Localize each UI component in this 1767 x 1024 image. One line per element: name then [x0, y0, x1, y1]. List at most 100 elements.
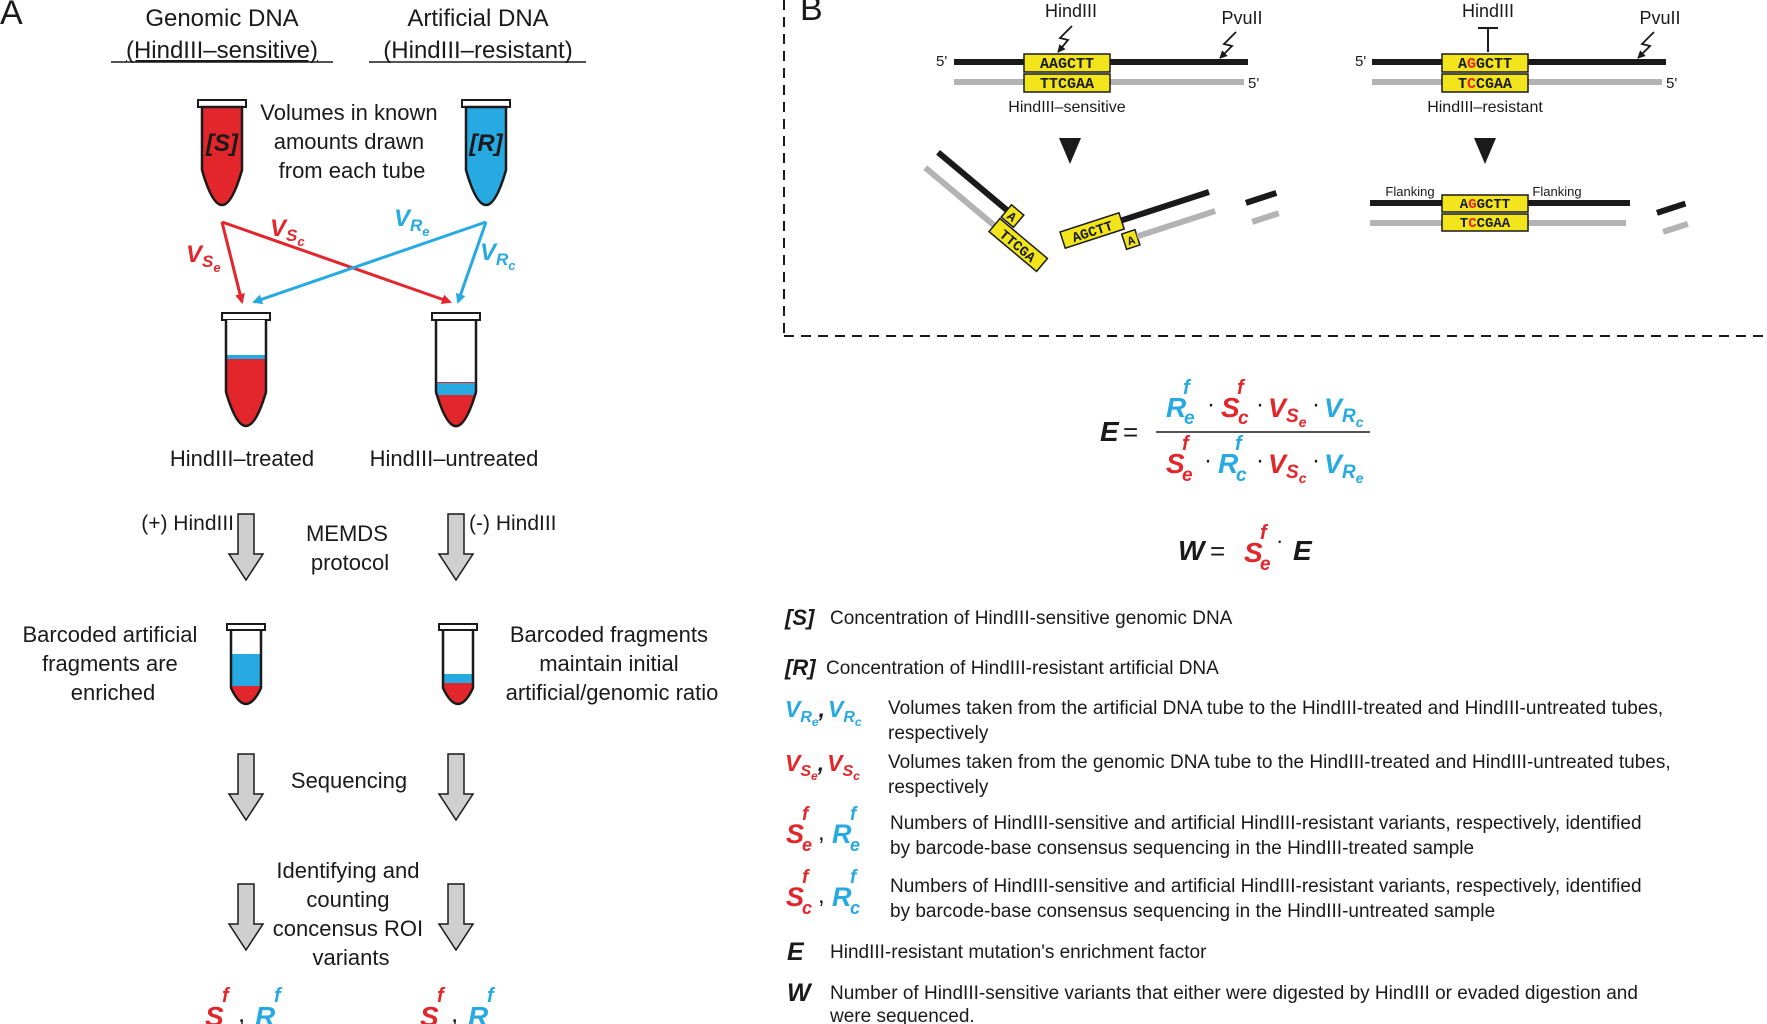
tube-maintained [438, 623, 478, 706]
svg-text:·: · [1207, 391, 1215, 418]
svg-text:f: f [1182, 433, 1191, 455]
svg-text:5': 5' [1355, 53, 1366, 70]
svg-text:S: S [786, 819, 804, 849]
legend-key-r: [R] [784, 655, 816, 680]
legend-key-f-treated: S f e , R f e [786, 804, 860, 855]
svg-text:f: f [802, 867, 810, 888]
label-vrc: VRc [480, 239, 516, 273]
svg-text:=: = [1210, 536, 1225, 566]
legend-text-f-treated: Numbers of HindIII-sensitive and artific… [890, 813, 1647, 859]
svg-text:R: R [832, 882, 852, 912]
svg-text:HindIII: HindIII [1045, 1, 1097, 21]
artificial-dna-subtitle: (HindIII–resistant) [383, 37, 572, 64]
legend-key-vr: VRe,VRc [785, 696, 862, 729]
arrow-vre [252, 220, 487, 305]
svg-text:R: R [255, 1001, 276, 1024]
label-vre: VRe [394, 205, 430, 239]
svg-text:·: · [1256, 391, 1264, 418]
svg-text:VRe: VRe [1324, 449, 1364, 486]
svg-text:f: f [802, 804, 810, 825]
svg-text:c: c [802, 898, 812, 918]
legend-key-w: W [787, 979, 813, 1007]
svg-text:e: e [850, 835, 860, 855]
legend-key-vs: VSe,VSc [785, 750, 860, 783]
svg-text:c: c [1236, 465, 1247, 486]
svg-text:R: R [832, 819, 852, 849]
enriched-text: Barcoded artificial fragments are enrich… [23, 622, 204, 705]
sequencing-label: Sequencing [291, 768, 407, 793]
legend-text-w: Number of HindIII-sensitive variants tha… [829, 983, 1643, 1024]
svg-text:f: f [437, 985, 446, 1007]
svg-text:E: E [1293, 535, 1313, 566]
legend-text-f-untreated: Numbers of HindIII-sensitive and artific… [890, 876, 1647, 922]
panel-b-label: B [800, 0, 823, 28]
treated-label: HindIII–treated [170, 446, 314, 471]
svg-text:S: S [1166, 448, 1185, 479]
untreated-label: HindIII–untreated [370, 446, 539, 471]
svg-text:HindIII–sensitive: HindIII–sensitive [1008, 99, 1125, 116]
svg-text:f: f [850, 804, 858, 825]
svg-text:f: f [1183, 377, 1192, 399]
svg-text:HindIII: HindIII [1462, 1, 1514, 21]
memds-protocol-label: MEMDS protocol [306, 521, 394, 575]
svg-text:AGGCTT: AGGCTT [1458, 56, 1512, 73]
tube-r-label: [R] [468, 130, 503, 157]
arrow-vsc [221, 220, 452, 305]
svg-text:f: f [222, 985, 231, 1007]
arrow-vse [220, 221, 245, 304]
formula-e: E = R f e · S f c · VSe · VRc S f e · R … [1100, 377, 1370, 486]
svg-text:HindIII–resistant: HindIII–resistant [1427, 99, 1543, 116]
identifying-label: Identifying and counting concensus ROI v… [273, 858, 430, 970]
svg-text:VSc: VSc [1268, 449, 1307, 486]
svg-text:,: , [818, 882, 825, 909]
svg-text:PvuII: PvuII [1639, 8, 1680, 28]
svg-text:TTCGAA: TTCGAA [1040, 76, 1094, 93]
genomic-dna-title: Genomic DNA [145, 5, 298, 32]
svg-text:AGGCTT: AGGCTT [1460, 197, 1510, 213]
panel-a: A Genomic DNA (HindIII–sensitive) Artifi… [0, 0, 718, 1024]
svg-text:,: , [238, 998, 245, 1024]
tube-s: [S] [197, 99, 247, 206]
svg-text:AAGCTT: AAGCTT [1040, 56, 1094, 73]
svg-text:R: R [468, 1001, 489, 1024]
legend-text-e: HindIII-resistant mutation's enrichment … [830, 942, 1207, 963]
svg-text:5': 5' [1666, 75, 1677, 92]
panel-a-label: A [0, 0, 23, 32]
svg-text:A: A [1126, 233, 1138, 249]
legend-key-e: E [787, 938, 805, 966]
resistant-site-diagram: HindIII PvuII 5' 5' AGGCTT TCCGAA HindII… [1355, 1, 1689, 235]
svg-text:·: · [1256, 447, 1264, 474]
svg-text:·: · [1204, 447, 1212, 474]
svg-text:PvuII: PvuII [1221, 8, 1262, 28]
panel-b: B HindIII PvuII 5' 5' AAGCTT TTCGAA Hind… [783, 0, 1767, 1024]
svg-text:,: , [451, 998, 458, 1024]
bottom-left-symbols: S f , R f [205, 985, 283, 1024]
svg-text:·: · [1276, 528, 1283, 553]
legend-text-s: Concentration of HindIII-sensitive genom… [830, 608, 1233, 629]
legend: [S] Concentration of HindIII-sensitive g… [784, 605, 1671, 1024]
svg-text:E: E [1100, 416, 1120, 447]
svg-text:S: S [420, 1001, 439, 1024]
svg-text:R: R [1218, 448, 1239, 479]
svg-text:,: , [818, 819, 825, 846]
svg-text:c: c [1238, 408, 1249, 429]
svg-text:5': 5' [1248, 75, 1259, 92]
svg-text:VRc: VRc [1324, 393, 1364, 430]
svg-text:·: · [1312, 447, 1320, 474]
svg-text:TCCGAA: TCCGAA [1458, 76, 1512, 93]
svg-text:f: f [1260, 522, 1269, 544]
svg-text:Flanking: Flanking [1532, 184, 1581, 199]
flow-arrow-right-1 [438, 513, 474, 581]
legend-text-vr: Volumes taken from the artificial DNA tu… [888, 698, 1668, 744]
legend-key-f-untreated: S f c , R f c [786, 867, 860, 918]
bottom-right-symbols: S f , R f [420, 985, 496, 1024]
svg-text:VSe: VSe [1268, 393, 1307, 430]
svg-text:S: S [205, 1001, 224, 1024]
label-vse: VSe [186, 241, 221, 275]
svg-text:f: f [487, 985, 496, 1007]
svg-text:f: f [274, 985, 283, 1007]
tube-enriched [226, 623, 266, 706]
svg-text:S: S [1221, 392, 1240, 423]
svg-text:R: R [1166, 392, 1187, 423]
legend-text-r: Concentration of HindIII-resistant artif… [826, 658, 1219, 679]
